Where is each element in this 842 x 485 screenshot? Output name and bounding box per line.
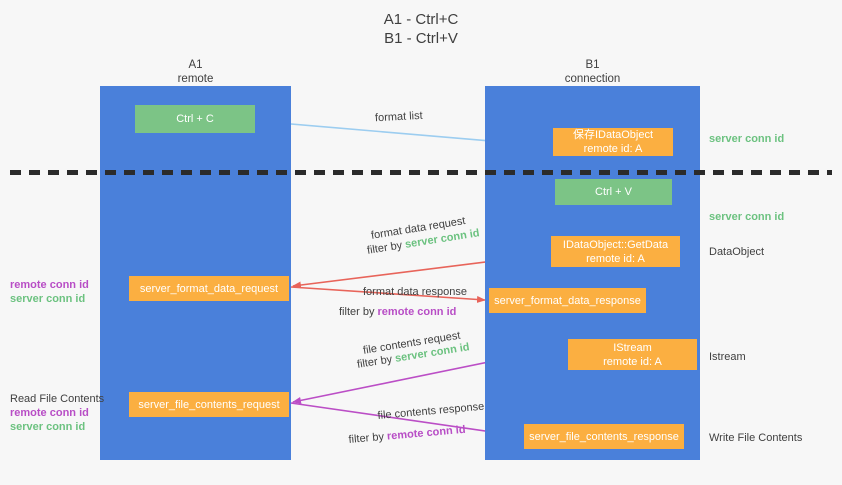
node-server-format-data-request[interactable]: server_format_data_request — [129, 276, 289, 301]
annotation-server-conn-id-mid: server conn id — [709, 211, 785, 223]
node-server-format-data-response[interactable]: server_format_data_response — [489, 288, 646, 313]
arrow-file-contents-response — [290, 402, 521, 439]
node-server-file-contents-request[interactable]: server_file_contents_request — [129, 392, 289, 417]
annotation-dataobject: DataObject — [709, 246, 765, 258]
column-header-b1: B1 connection — [485, 58, 700, 86]
annotation-istream: Istream — [709, 351, 746, 363]
title-line-2: B1 - Ctrl+V — [384, 30, 458, 47]
arrow-format-data-response — [290, 286, 486, 303]
node-idataobject-line1: 保存IDataObject — [572, 129, 654, 141]
edge-filter-remote-conn-id: remote conn id — [377, 306, 457, 318]
node-ctrl-c-label: Ctrl + C — [176, 113, 214, 125]
node-getdata-line2: remote id: A — [586, 252, 645, 265]
edge-filter-prefix: filter by — [339, 306, 378, 318]
node-idataobject-line2: remote id: A — [583, 143, 643, 155]
column-header-a1: A1 remote — [100, 58, 291, 86]
node-server-file-contents-response[interactable]: server_file_contents_response — [524, 424, 684, 449]
node-istream[interactable]: IStream remote id: A — [568, 339, 697, 370]
column-a1-name: A1 — [188, 59, 203, 71]
edge-filter-format-data-response: filter by remote conn id — [339, 305, 456, 320]
node-server-format-data-request-label: server_format_data_request — [139, 282, 279, 295]
node-idataobject-getdata[interactable]: IDataObject::GetData remote id: A — [551, 236, 680, 267]
page-title: A1 - Ctrl+C B1 - Ctrl+V — [0, 10, 842, 48]
annotation-server-conn-id: server conn id — [10, 293, 86, 305]
column-b1-role: connection — [564, 73, 621, 85]
annotation-group-read-file: Read File Contents remote conn id server… — [10, 392, 104, 434]
node-ctrl-c[interactable]: Ctrl + C — [135, 105, 255, 133]
dashed-divider — [10, 170, 832, 175]
node-ctrl-v-label: Ctrl + V — [595, 186, 632, 198]
column-b1-name: B1 — [585, 59, 600, 71]
edge-label-format-data-response-text: format data response — [363, 286, 467, 298]
annotation-remote-conn-id: remote conn id — [10, 279, 89, 291]
edge-filter-prefix: filter by — [348, 430, 388, 446]
node-istream-line1: IStream — [613, 341, 652, 354]
column-a1-role: remote — [177, 73, 214, 85]
node-server-file-contents-request-label: server_file_contents_request — [138, 398, 280, 411]
node-server-format-data-response-label: server_format_data_response — [494, 294, 641, 307]
annotation-server-conn-id: server conn id — [10, 421, 86, 433]
annotation-write-file-contents: Write File Contents — [709, 432, 803, 444]
annotation-read-file-contents: Read File Contents — [10, 393, 105, 405]
node-istream-line2: remote id: A — [603, 355, 662, 368]
node-server-file-contents-response-label: server_file_contents_response — [529, 430, 679, 443]
node-idataobject[interactable]: 保存IDataObject remote id: A — [553, 128, 673, 156]
edge-label-format-data-response: format data response — [363, 285, 467, 300]
edge-label-format-list-text: format list — [374, 109, 423, 125]
title-line-1: A1 - Ctrl+C — [383, 11, 459, 28]
node-ctrl-v[interactable]: Ctrl + V — [555, 179, 672, 205]
node-getdata-line1: IDataObject::GetData — [562, 238, 669, 251]
annotation-server-conn-id-top: server conn id — [709, 133, 785, 145]
edge-label-format-list: format list — [375, 109, 423, 126]
annotation-group-format: remote conn id server conn id — [10, 278, 89, 306]
annotation-remote-conn-id: remote conn id — [10, 407, 89, 419]
